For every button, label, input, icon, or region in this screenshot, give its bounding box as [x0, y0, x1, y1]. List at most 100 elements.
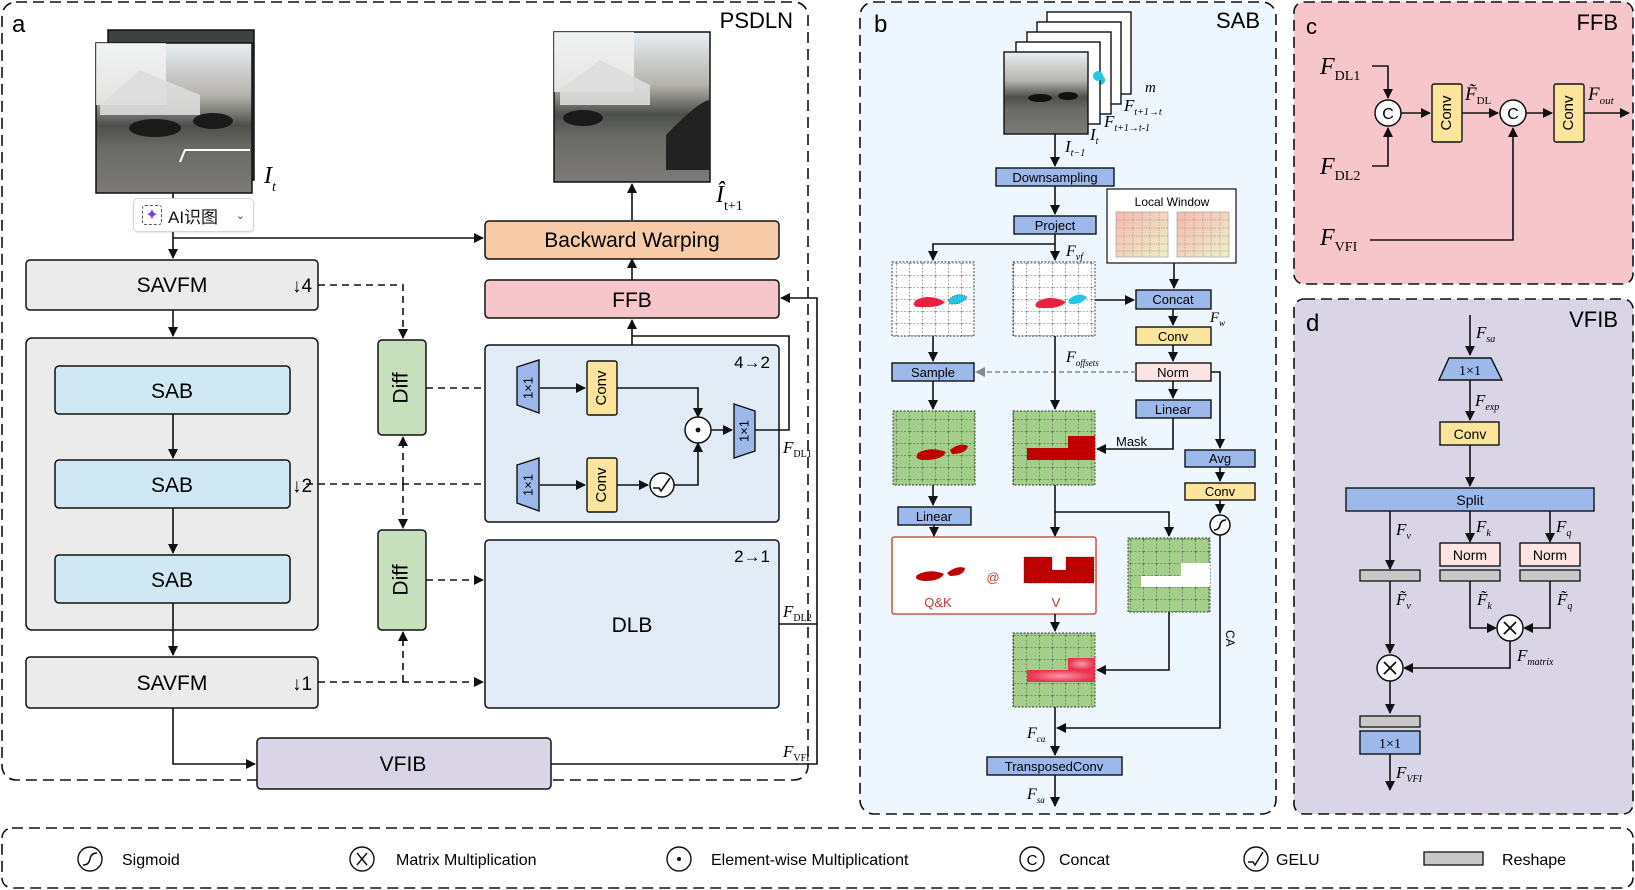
linear-block-right[interactable]: Linear: [1135, 399, 1212, 419]
savfm-bottom-scale: ↓1: [292, 674, 312, 695]
reshape-q: [1519, 569, 1581, 582]
savfm-top-block[interactable]: SAVFM ↓4: [25, 259, 319, 311]
linear-block-left[interactable]: Linear: [897, 506, 972, 526]
input-frame-stack: [95, 29, 255, 194]
ffb-block[interactable]: FFB: [484, 279, 780, 319]
gelu-icon: [1243, 846, 1269, 872]
conv-block-b[interactable]: Conv: [1135, 326, 1212, 346]
inverse-mask-grid: [1127, 537, 1211, 613]
feature-grid-right: [1012, 261, 1096, 337]
split-block[interactable]: Split: [1345, 487, 1595, 512]
dl-ratio-4to2: 4→2: [734, 353, 770, 372]
chevron-down-icon[interactable]: ⌄: [235, 209, 245, 222]
vfib-block[interactable]: VFIB: [256, 737, 552, 790]
norm-q[interactable]: Norm: [1519, 542, 1581, 567]
mask-label: Mask: [1116, 434, 1148, 449]
conv1x1-expand[interactable]: 1×1: [1437, 357, 1504, 381]
conv-d[interactable]: Conv: [1439, 421, 1500, 446]
norm-block-b[interactable]: Norm: [1135, 362, 1212, 382]
svg-text:Conv: Conv: [1438, 95, 1455, 131]
legend-item-matrix-multiplication: Matrix Multiplication: [349, 846, 536, 872]
svg-text:Conv: Conv: [1454, 426, 1487, 442]
local-window-box: Local Window: [1106, 188, 1237, 264]
sigmoid-icon: [1209, 514, 1231, 536]
sab-input-frame-image: [1003, 51, 1089, 135]
reshape-out: [1359, 715, 1421, 728]
f-q-label: Fq: [1555, 517, 1571, 539]
conv-b-label: Conv: [1158, 329, 1189, 344]
backward-warping-block[interactable]: Backward Warping: [484, 220, 780, 260]
svg-text:Norm: Norm: [1453, 547, 1487, 563]
avg-label: Avg: [1209, 451, 1231, 466]
dlb-ratio: 2→1: [734, 547, 770, 566]
reshape-v: [1359, 569, 1421, 582]
svg-text:C: C: [1027, 852, 1038, 869]
ai-recognize-label: AI识图: [168, 207, 219, 227]
diff-block-2[interactable]: Diff: [377, 529, 427, 631]
conv1x1-bottom-shape: [516, 457, 540, 512]
concat-icon: C: [1019, 846, 1045, 872]
output-label: Ît+1: [715, 182, 743, 214]
fk-tilde-label: F̃k: [1476, 590, 1492, 612]
matrix-multiplication-icon: [349, 846, 375, 872]
concat-icon-c1: C: [1374, 99, 1402, 127]
conv1x1-bottom-label: 1×1: [520, 474, 535, 496]
panel-a-psdln: a PSDLN It Ît+1 SAVFM: [1, 1, 818, 790]
diff-1-label: Diff: [390, 372, 413, 403]
savfm-bottom-block[interactable]: SAVFM ↓1: [25, 656, 319, 709]
sab-1-label: SAB: [151, 380, 193, 403]
savfm-top-scale: ↓4: [292, 276, 313, 297]
ffb-label: FFB: [612, 289, 652, 312]
downsampling-block[interactable]: Downsampling: [995, 167, 1115, 187]
diff-block-1[interactable]: Diff: [377, 339, 427, 436]
conv-block-b2[interactable]: Conv: [1184, 482, 1256, 501]
svg-text:Sigmoid: Sigmoid: [122, 852, 180, 869]
sab-2-label: SAB: [151, 474, 193, 497]
dl-block-4to2[interactable]: 4→2 1×1 Conv 1×1 Conv: [484, 344, 780, 523]
sab-block-1[interactable]: SAB: [54, 365, 291, 415]
panel-letter-a: a: [12, 11, 26, 38]
f-matrix-label: Fmatrix: [1516, 646, 1554, 668]
legend-item-concat: C Concat: [1019, 846, 1110, 872]
output-frame: [553, 31, 711, 183]
conv-c1[interactable]: Conv: [1431, 83, 1463, 143]
ai-recognize-button[interactable]: ✦ AI识图 ⌄: [133, 198, 254, 232]
dlb-label: DLB: [612, 614, 653, 637]
sample-block[interactable]: Sample: [891, 362, 975, 382]
concat-block[interactable]: Concat: [1135, 289, 1212, 310]
c-f-dl2-label: FDL2: [1319, 154, 1360, 184]
conv1x1-out-label: 1×1: [736, 420, 751, 442]
project-block[interactable]: Project: [1013, 215, 1097, 235]
f-v-label: Fv: [1395, 520, 1411, 542]
attention-box: @ Q&K V: [891, 536, 1097, 615]
conv1x1-out-shape: [733, 403, 756, 459]
sab-block-2[interactable]: SAB: [54, 459, 291, 509]
conv-c2[interactable]: Conv: [1553, 83, 1585, 143]
concat-label: Concat: [1152, 292, 1194, 307]
output-grid: [1012, 632, 1096, 708]
matmul-at-label: @: [986, 570, 999, 585]
legend-item-element-wise: Element-wise Multiplicationt: [666, 846, 909, 872]
conv1x1-out-d[interactable]: 1×1: [1359, 730, 1421, 755]
c-f-dl1-label: FDL1: [1319, 54, 1360, 84]
norm-k[interactable]: Norm: [1439, 542, 1501, 567]
panel-c-ffb: c FFB FDL1 FDL2 FVFI C Conv F̃DL C Conv …: [1293, 1, 1634, 285]
transposed-conv-block[interactable]: TransposedConv: [986, 756, 1123, 776]
avg-block[interactable]: Avg: [1184, 449, 1256, 468]
sab-block-3[interactable]: SAB: [54, 554, 291, 604]
element-wise-multiplication-icon: [684, 416, 712, 444]
input-label-it: It: [263, 163, 277, 195]
sab-scale: ↓2: [292, 476, 312, 497]
svg-text:Conv: Conv: [1560, 95, 1577, 131]
transposed-conv-label: TransposedConv: [1005, 759, 1104, 774]
sampled-grid: [892, 410, 976, 486]
svg-text:C: C: [1507, 106, 1519, 123]
svg-text:Matrix Multiplication: Matrix Multiplication: [396, 852, 536, 869]
f-ca-label: Fca: [1026, 725, 1046, 744]
dlb-block[interactable]: 2→1 DLB: [484, 539, 780, 709]
f-sa-label-b: Fsa: [1026, 786, 1045, 805]
svg-text:Reshape: Reshape: [1502, 852, 1566, 869]
vfib-label: VFIB: [380, 753, 427, 776]
f-out-label: Fout: [1587, 84, 1615, 107]
f-vf-label: Fvf: [1065, 243, 1084, 263]
